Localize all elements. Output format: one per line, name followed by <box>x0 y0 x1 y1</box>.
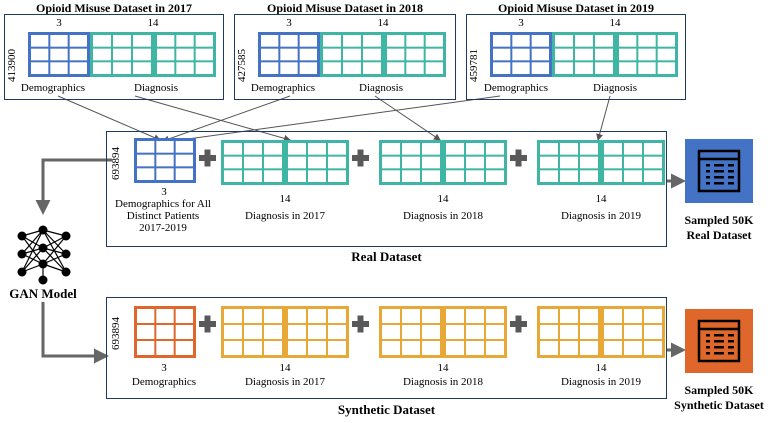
plus-icon <box>510 315 527 333</box>
synthetic-diag-2018-cols: 14 <box>437 362 449 374</box>
dataset-2018-rows: 427585 <box>236 49 248 82</box>
sampled-synthetic-label: Sampled 50K Synthetic Dataset <box>664 383 774 413</box>
dataset-2019-demo-label: Demographics <box>483 82 549 94</box>
dataset-2018-diag-cols: 14 <box>377 17 389 29</box>
real-diag-2017-cols: 14 <box>279 193 291 205</box>
plus-icon <box>352 315 369 333</box>
sampled-synthetic-label-line: Sampled 50K <box>684 383 754 397</box>
synthetic-diag-2017-cols: 14 <box>279 362 291 374</box>
neural-network-icon <box>17 225 71 285</box>
sampled-synthetic-table-icon <box>685 309 753 373</box>
synthetic-diagnosis-grid-3-a <box>537 306 601 358</box>
dataset-2017-diagnosis-grid-a <box>90 32 154 77</box>
dataset-2017-demo-cols: 3 <box>56 17 62 29</box>
dataset-2019-title: Opioid Misuse Dataset in 2019 <box>497 1 654 15</box>
real-dataset-title: Real Dataset <box>351 249 422 264</box>
real-diagnosis-grid-2-a <box>379 140 443 185</box>
plus-icons <box>199 149 527 333</box>
sampled-synthetic-label-line: Synthetic Dataset <box>674 398 764 412</box>
synthetic-diag-2019-cols: 14 <box>595 362 607 374</box>
dataset-2019-diagnosis-grid-b <box>616 32 678 77</box>
merge-arrows <box>57 95 611 145</box>
dataset-2019-diag-label: Diagnosis <box>593 82 637 94</box>
dataset-2018-demo-label: Demographics <box>250 82 316 94</box>
synthetic-diagnosis-grid-1-a <box>221 306 285 358</box>
synthetic-diag-2017-label: Diagnosis in 2017 <box>244 376 326 388</box>
synthetic-diagnosis-grid-2-a <box>379 306 443 358</box>
dataset-2017-panel <box>4 14 224 100</box>
gan-model-label: GAN Model <box>9 286 77 301</box>
dataset-2017-demo-label: Demographics <box>20 82 86 94</box>
dataset-2019-diagnosis-grid-a <box>552 32 616 77</box>
real-demo-label-line: Demographics for All <box>115 198 211 210</box>
sampled-real-label-line: Real Dataset <box>686 228 752 242</box>
synthetic-diagnosis-grid-1-b <box>285 306 349 358</box>
plus-icon <box>352 149 369 167</box>
arrow-2018-demographics <box>162 95 291 143</box>
arrow-2017-diagnosis <box>134 95 291 142</box>
plus-icon <box>199 149 216 167</box>
dataset-2017-rows: 413900 <box>6 49 18 82</box>
synthetic-demo-cols: 3 <box>161 362 167 374</box>
dataset-2017-title: Opioid Misuse Dataset in 2017 <box>35 1 192 15</box>
synthetic-demographics-grid <box>134 306 196 358</box>
real-demo-cols: 3 <box>161 186 167 198</box>
real-diag-2018-cols: 14 <box>437 193 449 205</box>
real-diagnosis-grid-1-b <box>285 140 349 185</box>
synthetic-diag-2019-label: Diagnosis in 2019 <box>560 376 642 388</box>
dataset-2017-diag-label: Diagnosis <box>134 82 178 94</box>
real-demographics-grid <box>134 138 196 183</box>
dataset-2018-diagnosis-grid-b <box>384 32 446 77</box>
dataset-2019-demographics-grid <box>490 32 552 77</box>
arrow-2018-diagnosis <box>374 95 441 141</box>
real-diag-2019-cols: 14 <box>595 193 607 205</box>
arrow-2019-demographics <box>165 95 501 145</box>
dataset-2019-diag-cols: 14 <box>609 17 621 29</box>
dataset-2019-rows: 459781 <box>468 49 480 82</box>
real-diag-2019-label: Diagnosis in 2019 <box>560 210 642 222</box>
real-dataset-panel <box>106 131 667 247</box>
sampled-real-label: Sampled 50K Real Dataset <box>664 213 774 243</box>
synthetic-dataset-panel <box>106 297 667 399</box>
arrow-2017-demographics <box>57 95 161 141</box>
real-diagnosis-grid-1-a <box>221 140 285 185</box>
dataset-2018-panel <box>234 14 456 100</box>
synthetic-diagnosis-grid-3-b <box>601 306 665 358</box>
real-diagnosis-grid-3-a <box>537 140 601 185</box>
dataset-2018-diag-label: Diagnosis <box>359 82 403 94</box>
dataset-2018-diagnosis-grid-a <box>320 32 384 77</box>
plus-icon <box>510 149 527 167</box>
arrow-real-to-gan <box>35 158 112 215</box>
real-diag-2017-label: Diagnosis in 2017 <box>244 210 326 222</box>
synthetic-dataset-title: Synthetic Dataset <box>337 402 436 417</box>
real-diagnosis-grid-3-b <box>601 140 665 185</box>
real-diag-2018-label: Diagnosis in 2018 <box>402 210 484 222</box>
real-rows: 693894 <box>110 147 122 180</box>
sampled-real-table-icon <box>685 139 753 203</box>
arrow-gan-to-synthetic <box>41 302 109 364</box>
real-demo-label-line: 2017-2019 <box>139 222 187 234</box>
plus-icon <box>199 315 216 333</box>
real-demo-label: Demographics for All Distinct Patients 2… <box>108 198 218 234</box>
flow-arrows <box>35 158 686 364</box>
dataset-2017-diagnosis-grid-b <box>154 32 216 77</box>
dataset-2017-diag-cols: 14 <box>147 17 159 29</box>
real-diagnosis-grid-2-b <box>443 140 507 185</box>
dataset-2018-title: Opioid Misuse Dataset in 2018 <box>266 1 423 15</box>
dataset-2019-panel <box>466 14 686 100</box>
sampled-real-label-line: Sampled 50K <box>684 213 754 227</box>
dataset-2018-demo-cols: 3 <box>286 17 292 29</box>
dataset-2018-demographics-grid <box>258 32 320 77</box>
dataset-2017-demographics-grid <box>28 32 90 77</box>
synthetic-rows: 693894 <box>110 317 122 350</box>
synthetic-diag-2018-label: Diagnosis in 2018 <box>402 376 484 388</box>
synthetic-diagnosis-grid-2-b <box>443 306 507 358</box>
dataset-2019-demo-cols: 3 <box>518 17 524 29</box>
synthetic-demo-label: Demographics <box>131 376 197 388</box>
real-demo-label-line: Distinct Patients <box>126 210 200 222</box>
arrow-2019-diagnosis <box>596 95 611 141</box>
